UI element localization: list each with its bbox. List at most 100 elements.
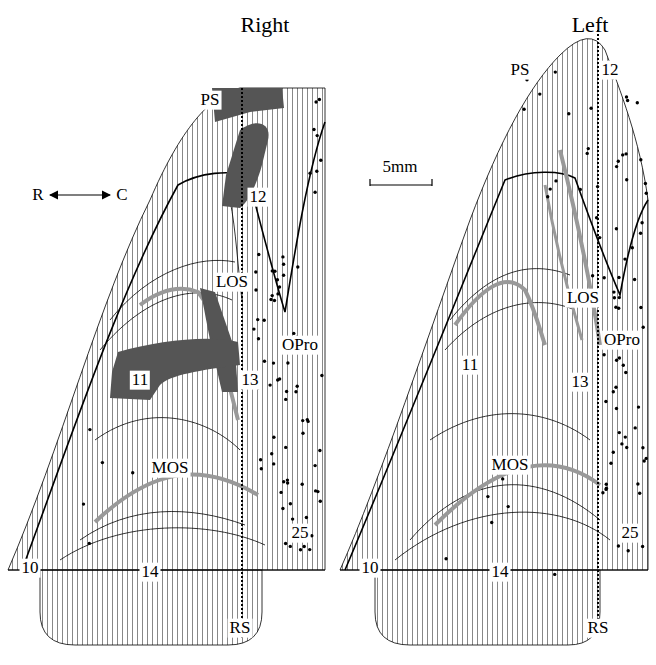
cell-dot (490, 521, 493, 524)
cell-dot (285, 390, 288, 393)
cell-dot (554, 179, 557, 182)
figure-title: Left (570, 13, 611, 37)
sulcus-label: PS (509, 61, 532, 80)
cell-dot (305, 516, 308, 519)
cell-dot (627, 549, 630, 552)
cell-dot (618, 296, 621, 299)
sulcus-label: MOS (150, 459, 191, 478)
cell-dot (636, 482, 639, 485)
cell-dot (639, 158, 642, 161)
cell-dot (276, 278, 279, 281)
cell-dot (617, 276, 620, 279)
cell-dot (626, 99, 629, 102)
left-flatmap (340, 30, 648, 645)
sulcus-label: LOS (214, 273, 250, 292)
cell-dot (284, 542, 287, 545)
cell-dot (553, 573, 556, 576)
cell-dot (301, 419, 304, 422)
cell-dot (308, 548, 311, 551)
cell-dot (270, 452, 273, 455)
cell-dot (301, 432, 304, 435)
cell-dot (645, 192, 648, 195)
area-label: OPro (280, 336, 320, 355)
cell-dot (263, 319, 266, 322)
cell-dot (637, 405, 640, 408)
scale-label: 5mm (381, 158, 420, 177)
cell-dot (613, 296, 616, 299)
cell-dot (291, 517, 294, 520)
cell-dot (272, 436, 275, 439)
cell-dot (294, 390, 297, 393)
cell-dot (601, 491, 604, 494)
cell-dot (612, 451, 615, 454)
cell-dot (631, 246, 634, 249)
cell-dot (284, 398, 287, 401)
cell-dot (131, 471, 134, 474)
cell-dot (282, 274, 285, 277)
area-label: 13 (240, 371, 261, 390)
cell-dot (281, 255, 284, 258)
cell-dot (614, 386, 617, 389)
cell-dot (263, 360, 266, 363)
cell-dot (310, 534, 313, 537)
cell-dot (268, 383, 271, 386)
direction-label: R (30, 186, 45, 205)
cell-dot (313, 464, 316, 467)
cell-dot (314, 100, 317, 103)
cell-dot (618, 431, 621, 434)
cell-dot (615, 227, 618, 230)
orientation-arrow (50, 194, 110, 195)
cell-dot (271, 294, 274, 297)
cell-dot (314, 489, 317, 492)
cell-dot (615, 359, 618, 362)
cell-dot (612, 390, 615, 393)
area-label: 11 (130, 371, 150, 390)
cell-dot (282, 263, 285, 266)
cell-dot (308, 172, 311, 175)
area-label: 25 (290, 524, 311, 543)
sulcus-label: MOS (490, 456, 531, 475)
cell-dot (538, 92, 541, 95)
cell-dot (621, 153, 624, 156)
cell-dot (615, 407, 618, 410)
cell-dot (615, 165, 618, 168)
sulcus-label: RS (228, 619, 253, 638)
cell-dot (587, 147, 590, 150)
cell-dot (549, 187, 552, 190)
area-label: 13 (570, 373, 591, 392)
cell-dot (278, 285, 281, 288)
cell-dot (318, 449, 321, 452)
cell-dot (260, 467, 263, 470)
cell-dot (88, 428, 91, 431)
cell-dot (633, 278, 636, 281)
area-label: 12 (600, 61, 621, 80)
cell-dot (623, 257, 626, 260)
cell-dot (273, 299, 276, 302)
cell-dot (256, 318, 259, 321)
cell-dot (605, 487, 608, 490)
area-label: 11 (460, 356, 480, 375)
cell-dot (636, 101, 639, 104)
area-label: OPro (602, 331, 642, 350)
cell-dot (625, 446, 628, 449)
cell-dot (303, 545, 306, 548)
cell-dot (639, 232, 642, 235)
cell-dot (501, 477, 504, 480)
cell-dot (292, 332, 295, 335)
cell-dot (596, 185, 599, 188)
cell-dot (612, 290, 615, 293)
right-flatmap (8, 88, 325, 645)
cell-dot (507, 505, 510, 508)
cell-dot (272, 462, 275, 465)
cell-dot (276, 378, 279, 381)
cell-dot (641, 446, 644, 449)
labelled-cells (82, 63, 648, 576)
cell-dot (598, 236, 601, 239)
sulcus-label: PS (199, 91, 222, 110)
area-label: 10 (360, 559, 381, 578)
direction-label: C (114, 186, 129, 205)
cell-dot (645, 457, 648, 460)
cell-dot (313, 191, 316, 194)
cell-dot (634, 426, 637, 429)
cell-dot (296, 265, 299, 268)
